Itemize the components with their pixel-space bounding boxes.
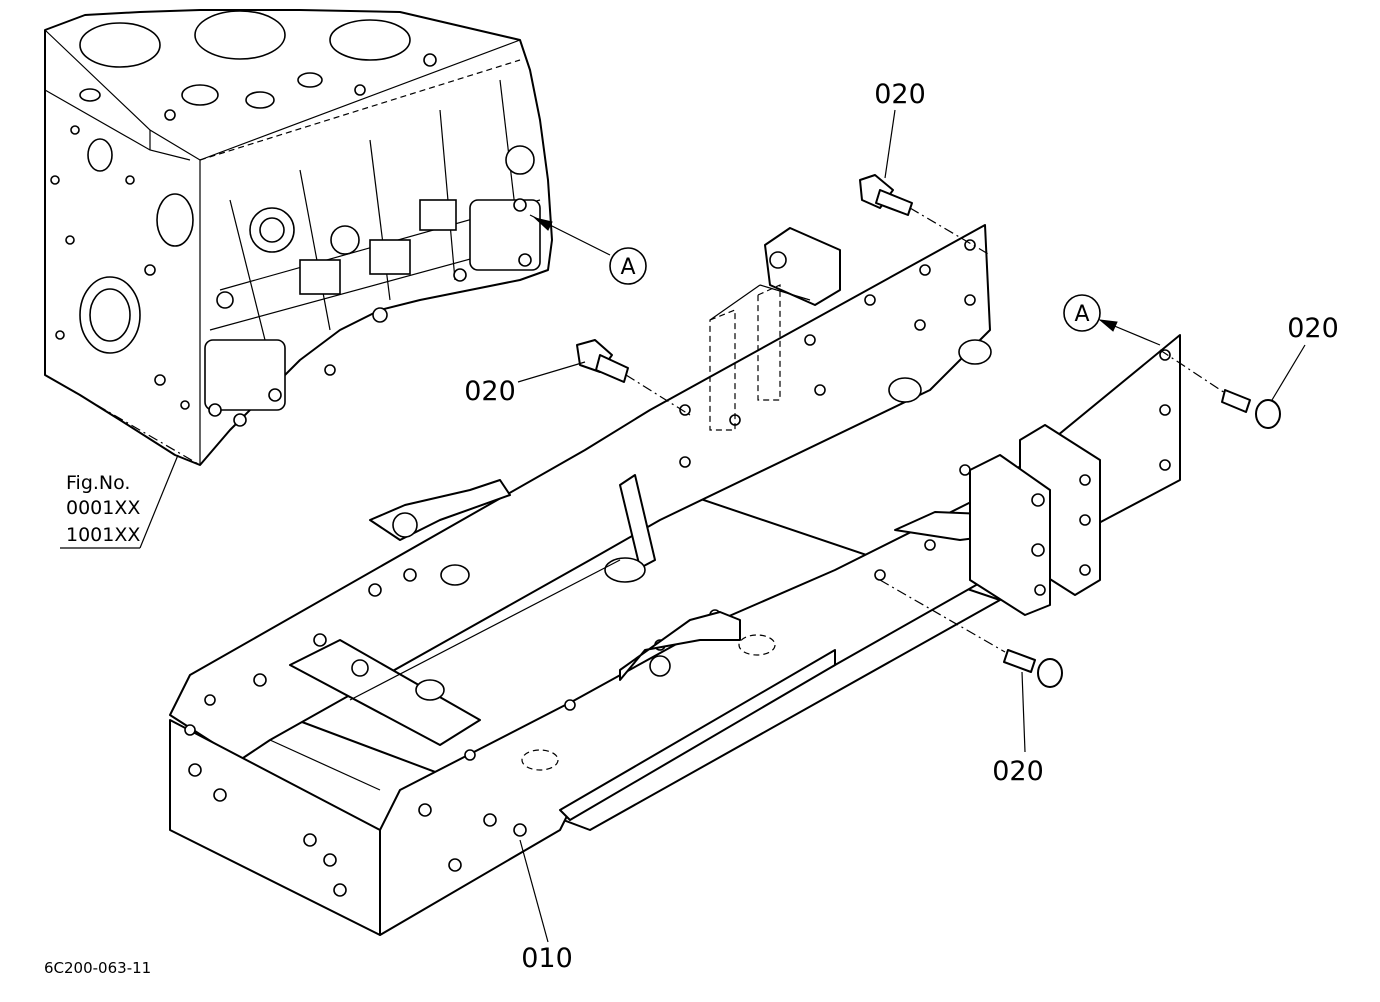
bolt-bottom <box>879 579 1063 688</box>
drawing-code: 6C200-063-11 <box>44 959 151 977</box>
label-bolt-bottom: 020 <box>992 756 1044 787</box>
leader-frame <box>519 839 549 943</box>
label-frame: 010 <box>521 943 573 974</box>
view-marker-a-upper-text: A <box>620 255 635 280</box>
reference-line-1: Fig.No. <box>66 472 130 494</box>
engine-block <box>44 9 553 466</box>
reference-line-3: 1001XX <box>66 524 140 546</box>
view-marker-a-lower-text: A <box>1074 302 1089 327</box>
bolt-mid <box>576 339 691 416</box>
view-marker-a-upper: A <box>529 214 647 285</box>
leader-bolt-mid <box>517 361 586 383</box>
main-frame <box>169 224 1181 936</box>
bolt-right <box>1159 349 1281 429</box>
leader-bolt-top <box>884 109 896 179</box>
leader-bolt-right <box>1271 344 1306 401</box>
bolt-top <box>859 174 991 256</box>
label-bolt-mid: 020 <box>464 376 516 407</box>
view-marker-a-lower: A <box>1063 294 1161 346</box>
leader-bolt-bottom <box>1021 671 1026 753</box>
label-bolt-right: 020 <box>1287 313 1339 344</box>
leader-reference <box>139 454 179 549</box>
label-bolt-top: 020 <box>874 79 926 110</box>
reference-line-2: 0001XX <box>66 497 140 519</box>
